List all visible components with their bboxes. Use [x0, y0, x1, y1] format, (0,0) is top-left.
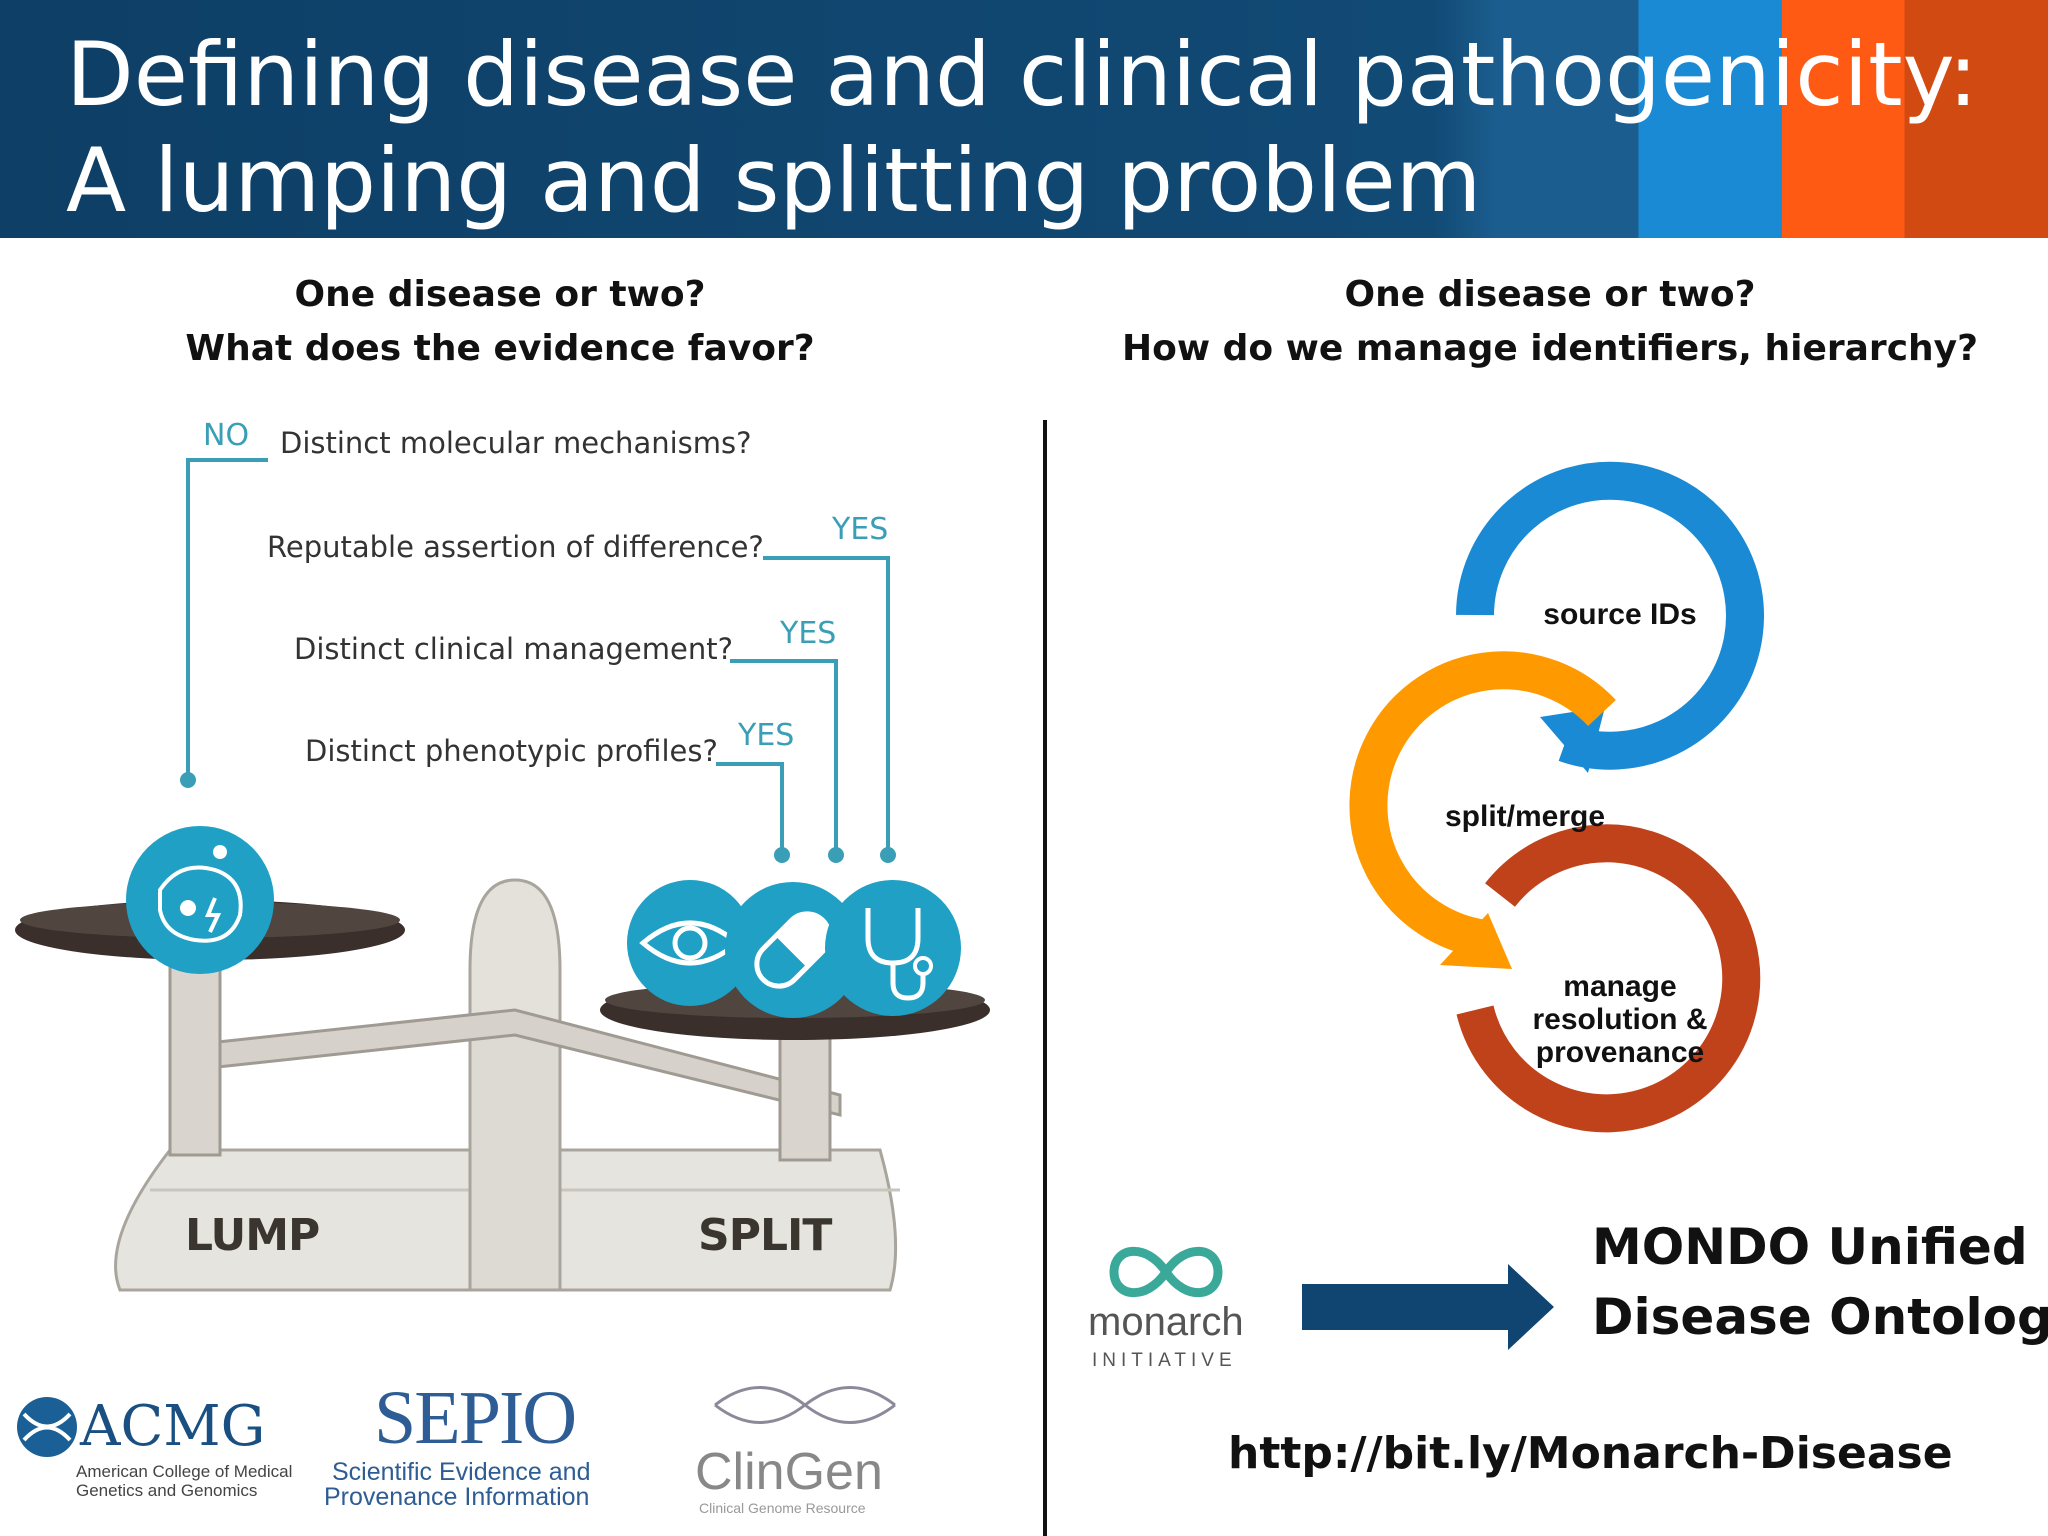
monarch-infinity-icon: [1109, 1246, 1223, 1298]
stethoscope-icon: [825, 880, 961, 1016]
question-molecular: Distinct molecular mechanisms?: [280, 426, 752, 460]
clingen-subtitle: Clinical Genome Resource: [699, 1500, 866, 1516]
acmg-logo: ACMG American College of Medical Genetic…: [14, 1390, 292, 1500]
acmg-helix-icon: [17, 1397, 77, 1457]
acmg-subtitle-2: Genetics and Genomics: [76, 1481, 258, 1500]
acmg-name: ACMG: [80, 1394, 266, 1459]
left-heading: One disease or two? What does the eviden…: [100, 268, 900, 376]
mondo-title: MONDO Unified Disease Ontology: [1592, 1212, 2048, 1352]
molecule-icon: [126, 826, 274, 974]
cycle-step-split-merge: split/merge: [1444, 800, 1606, 833]
cycle-step-manage-line1: manage: [1563, 970, 1677, 1003]
right-heading-line1: One disease or two?: [1344, 274, 1756, 315]
monarch-logo: monarch INITIATIVE: [1088, 1242, 1258, 1377]
sepio-subtitle-2: Provenance Information: [324, 1483, 590, 1511]
title-banner: [0, 0, 2048, 238]
right-arrow-icon: [1302, 1264, 1554, 1350]
sepio-subtitle-1: Scientific Evidence and: [332, 1458, 591, 1486]
right-heading: One disease or two? How do we manage ide…: [1080, 268, 2020, 376]
answer-yes-3: YES: [738, 718, 795, 753]
cycle-step-manage-line2: resolution &: [1532, 1003, 1708, 1036]
answer-no: NO: [203, 418, 250, 453]
mondo-title-line2: Disease Ontology: [1592, 1288, 2048, 1346]
monarch-subtitle: INITIATIVE: [1092, 1350, 1237, 1371]
sepio-logo: SEPIO Scientific Evidence and Provenance…: [318, 1375, 628, 1515]
mondo-title-line1: MONDO Unified: [1592, 1218, 2028, 1276]
acmg-subtitle-1: American College of Medical: [76, 1462, 293, 1481]
cycle-step-source-ids: source IDs: [1543, 598, 1697, 631]
slide-title-line2: A lumping and splitting problem: [66, 129, 1482, 232]
answer-yes-2: YES: [780, 616, 837, 651]
question-phenotypic: Distinct phenotypic profiles?: [305, 734, 718, 768]
question-reputable: Reputable assertion of difference?: [267, 530, 764, 564]
slide-title-line1: Defining disease and clinical pathogenic…: [66, 23, 1978, 126]
monarch-name: monarch: [1088, 1300, 1244, 1344]
monarch-disease-link[interactable]: http://bit.ly/Monarch-Disease: [1228, 1428, 1953, 1479]
right-heading-line2: How do we manage identifiers, hierarchy?: [1121, 328, 1979, 369]
clingen-name: ClinGen: [695, 1443, 883, 1501]
clingen-helix-icon: [714, 1386, 896, 1424]
answer-yes-1: YES: [832, 512, 889, 547]
cycle-step-manage: manage resolution & provenance: [1500, 970, 1740, 1069]
left-heading-line1: One disease or two?: [294, 274, 706, 315]
slide-title: Defining disease and clinical pathogenic…: [66, 22, 1978, 234]
question-management: Distinct clinical management?: [294, 632, 733, 666]
pill-icon: [725, 882, 861, 1018]
evidence-connectors: [180, 458, 896, 863]
cycle-diagram: [1349, 461, 1764, 1133]
clingen-logo: ClinGen Clinical Genome Resource: [695, 1370, 915, 1520]
split-label: SPLIT: [698, 1210, 832, 1261]
vertical-divider: [1043, 420, 1047, 1536]
left-heading-line2: What does the evidence favor?: [185, 328, 815, 369]
sepio-name: SEPIO: [374, 1376, 577, 1460]
cycle-step-manage-line3: provenance: [1535, 1036, 1705, 1069]
lump-label: LUMP: [185, 1210, 320, 1261]
